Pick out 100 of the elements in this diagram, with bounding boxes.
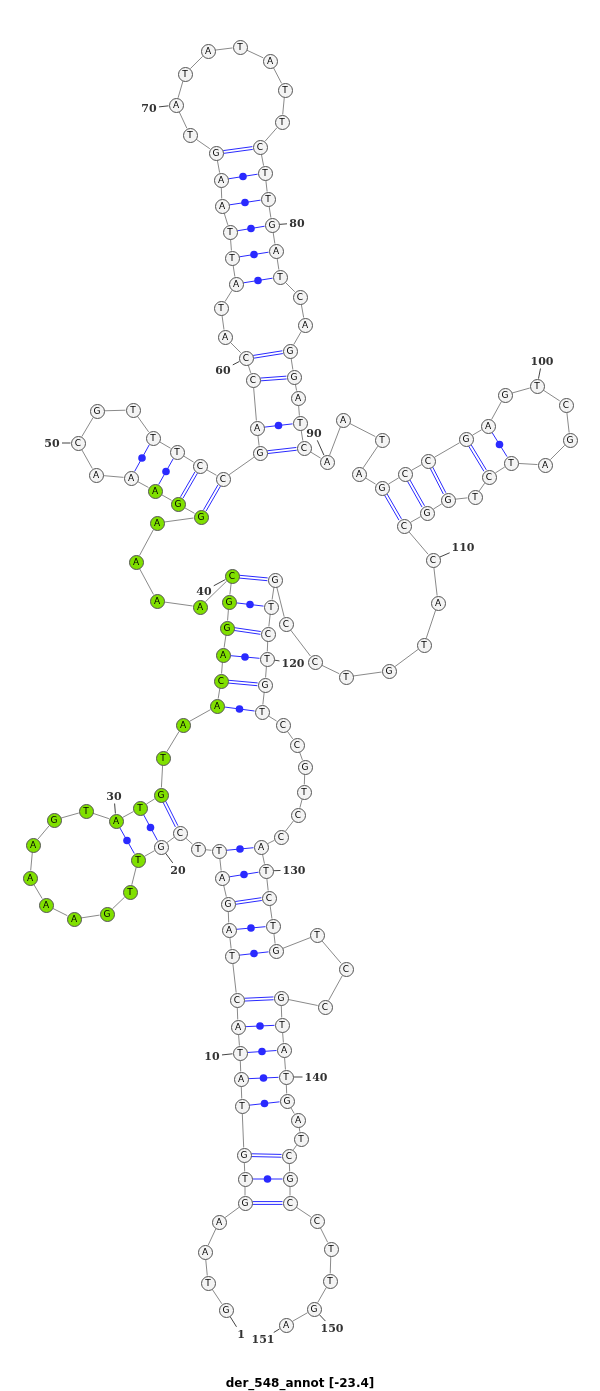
backbone-line xyxy=(184,507,195,514)
backbone-line xyxy=(280,1005,283,1018)
base-pair-line xyxy=(162,800,179,828)
backbone-line xyxy=(349,422,376,438)
backbone-line xyxy=(246,49,264,59)
backbone-line xyxy=(266,877,269,892)
backbone-line xyxy=(432,503,443,510)
backbone-line xyxy=(290,357,294,371)
backbone-line xyxy=(80,914,101,919)
base-pair-line xyxy=(252,1201,283,1205)
backbone-line xyxy=(329,1256,332,1274)
backbone-line xyxy=(364,477,377,485)
backbone-line xyxy=(262,853,265,865)
backbone-line xyxy=(265,666,267,678)
backbone-line xyxy=(267,715,278,722)
base-pair-line xyxy=(259,375,288,382)
backbone-line xyxy=(287,999,319,1006)
base-pair-line xyxy=(243,996,275,1002)
backbone-line xyxy=(285,1084,288,1094)
leader-line xyxy=(318,1313,326,1322)
position-number: 10 xyxy=(204,1050,220,1062)
backbone-line xyxy=(227,609,229,621)
backbone-line xyxy=(321,940,342,964)
backbone-line xyxy=(434,442,460,458)
backbone-line xyxy=(244,1186,246,1196)
leader-line xyxy=(164,852,174,864)
backbone-line xyxy=(298,1126,301,1133)
backbone-line xyxy=(223,212,229,226)
backbone-line xyxy=(285,820,294,832)
backbone-line xyxy=(411,464,422,471)
backbone-line xyxy=(37,825,50,840)
backbone-line xyxy=(137,481,149,488)
backbone-line xyxy=(33,883,43,900)
backbone-line xyxy=(207,1228,217,1246)
position-number: 30 xyxy=(106,790,122,802)
backbone-line xyxy=(227,911,230,923)
position-number: 151 xyxy=(251,1333,275,1345)
backbone-line xyxy=(81,449,93,469)
backbone-line xyxy=(145,798,156,805)
backbone-line xyxy=(111,896,126,910)
backbone-line xyxy=(214,47,234,51)
backbone-line xyxy=(454,497,469,500)
backbone-line xyxy=(189,709,211,722)
leader-line xyxy=(293,1076,303,1078)
backbone-line xyxy=(247,364,252,374)
backbone-line xyxy=(260,153,265,167)
backbone-line xyxy=(178,111,188,129)
base-pair-line xyxy=(238,574,269,582)
backbone-line xyxy=(182,455,195,463)
base-pair-line xyxy=(429,466,447,495)
backbone-line xyxy=(139,529,154,556)
backbone-line xyxy=(321,664,340,675)
backbone-line xyxy=(102,475,125,478)
leader-line xyxy=(273,870,281,872)
backbone-line xyxy=(518,462,538,466)
position-number: 50 xyxy=(44,437,60,449)
backbone-line xyxy=(491,401,502,420)
backbone-line xyxy=(163,601,194,607)
backbone-line xyxy=(131,866,137,886)
backbone-line xyxy=(239,1060,242,1072)
backbone-line xyxy=(265,179,268,193)
leader-line xyxy=(158,105,170,108)
backbone-line xyxy=(253,386,257,422)
backbone-line xyxy=(272,67,283,84)
leader-line xyxy=(316,439,325,456)
backbone-line xyxy=(294,383,298,392)
backbone-line xyxy=(329,426,341,456)
backbone-line xyxy=(284,1057,286,1070)
backbone-line xyxy=(236,1007,239,1020)
leader-line xyxy=(273,1328,281,1333)
backbone-line xyxy=(104,409,126,412)
base-pair-line xyxy=(406,479,426,508)
leader-line xyxy=(273,659,280,662)
position-number: 40 xyxy=(196,585,212,597)
backbone-line xyxy=(282,1032,284,1043)
backbone-line xyxy=(352,671,383,677)
backbone-line xyxy=(542,389,561,402)
base-pair-line xyxy=(252,350,284,359)
backbone-line xyxy=(408,531,429,555)
caption: der_548_annot [-23.4] xyxy=(224,1375,376,1391)
backbone-line xyxy=(232,962,237,994)
position-number: 1 xyxy=(237,1328,245,1340)
backbone-line xyxy=(161,494,172,501)
backbone-line xyxy=(295,1206,312,1218)
backbone-line xyxy=(293,331,302,345)
backbone-line xyxy=(282,96,285,116)
backbone-line xyxy=(163,517,195,523)
leader-line xyxy=(213,579,226,587)
backbone-line xyxy=(264,127,278,142)
base-pair-line xyxy=(203,484,221,512)
backbone-line xyxy=(387,477,400,485)
backbone-line xyxy=(433,566,438,597)
backbone-line xyxy=(269,904,273,920)
backbone-line xyxy=(228,456,255,476)
backbone-line xyxy=(282,937,311,949)
backbone-line xyxy=(267,839,275,845)
backbone-line xyxy=(81,416,94,438)
backbone-line xyxy=(303,774,306,785)
backbone-line xyxy=(272,231,276,245)
backbone-line xyxy=(276,586,285,618)
